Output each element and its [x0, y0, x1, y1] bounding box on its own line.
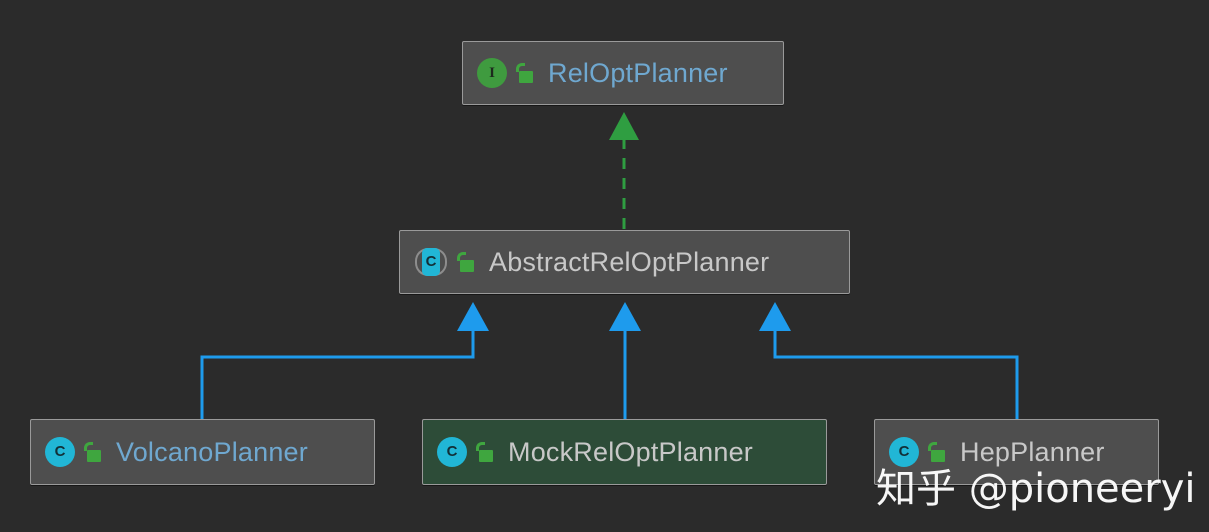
- unlocked-padlock-icon: [514, 62, 534, 84]
- node-icon-group: C: [45, 437, 102, 467]
- node-icon-group: I: [477, 58, 534, 88]
- node-label-hepplanner: HepPlanner: [960, 436, 1105, 467]
- node-reloptplanner[interactable]: I RelOptPlanner: [462, 41, 784, 105]
- node-label-volcanoplanner: VolcanoPlanner: [116, 436, 308, 467]
- unlocked-padlock-icon: [82, 441, 102, 463]
- node-hepplanner[interactable]: C HepPlanner: [874, 419, 1159, 485]
- node-icon-group: C: [414, 247, 475, 277]
- edge-implements-reloptplanner: [609, 112, 639, 229]
- class-icon: C: [437, 437, 467, 467]
- class-icon: C: [45, 437, 75, 467]
- node-abstractreloptplanner[interactable]: C AbstractRelOptPlanner: [399, 230, 850, 294]
- node-label-abstractreloptplanner: AbstractRelOptPlanner: [489, 246, 770, 277]
- edge-extends-mockreloptplanner: [609, 302, 641, 419]
- unlocked-padlock-icon: [926, 441, 946, 463]
- unlocked-padlock-icon: [474, 441, 494, 463]
- edge-extends-volcanoplanner: [200, 302, 489, 419]
- node-label-mockreloptplanner: MockRelOptPlanner: [508, 436, 754, 467]
- unlocked-padlock-icon: [455, 251, 475, 273]
- abstract-class-icon: C: [414, 247, 448, 277]
- node-label-reloptplanner: RelOptPlanner: [548, 57, 728, 88]
- class-icon: C: [889, 437, 919, 467]
- node-mockreloptplanner[interactable]: C MockRelOptPlanner: [422, 419, 827, 485]
- node-volcanoplanner[interactable]: C VolcanoPlanner: [30, 419, 375, 485]
- node-icon-group: C: [889, 437, 946, 467]
- node-icon-group: C: [437, 437, 494, 467]
- interface-icon: I: [477, 58, 507, 88]
- edge-extends-hepplanner: [759, 302, 1019, 419]
